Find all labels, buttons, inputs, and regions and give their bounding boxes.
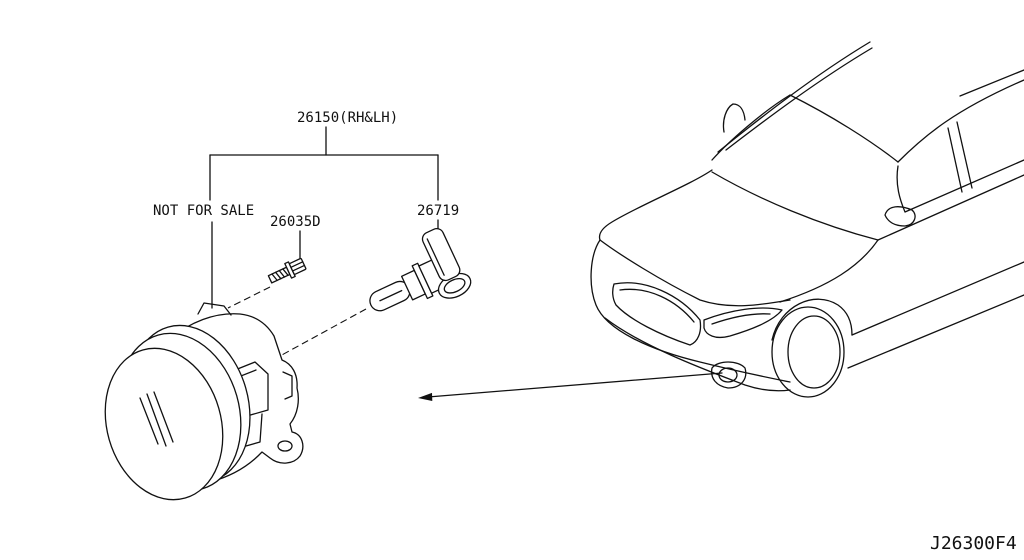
car-headlight bbox=[703, 307, 783, 339]
bulb-connector-edge bbox=[426, 238, 445, 276]
screw-part-number-label: 26035D bbox=[270, 214, 321, 230]
car-grille-inner bbox=[619, 288, 695, 323]
fog-lamp-lens bbox=[104, 347, 224, 501]
bulb-assembly-dashline bbox=[279, 308, 367, 357]
car-side-mirror bbox=[884, 206, 916, 227]
car-roofline bbox=[897, 79, 1024, 163]
car-side-window bbox=[896, 159, 1024, 213]
car-belt-line bbox=[877, 174, 1024, 241]
screw-icon bbox=[267, 257, 307, 284]
car-illustration bbox=[590, 41, 1024, 398]
screw-thread bbox=[274, 271, 282, 280]
lens-reflection-line bbox=[146, 393, 167, 447]
car-roof-rail bbox=[717, 41, 871, 153]
car-lower-valance bbox=[604, 317, 791, 392]
location-arrow-head bbox=[418, 392, 433, 401]
car-grille bbox=[612, 282, 702, 346]
car-roof-edge bbox=[959, 69, 1024, 97]
car-hood-front-edge bbox=[599, 239, 791, 307]
car-tire bbox=[771, 306, 845, 398]
bulb-connector-flange-inner bbox=[443, 277, 466, 294]
location-arrow bbox=[418, 372, 723, 401]
car-headlight-inner bbox=[711, 313, 771, 325]
car-wheel-arch bbox=[771, 298, 853, 341]
lens-reflection-line bbox=[153, 391, 174, 443]
car-hood-rear-edge bbox=[711, 171, 879, 241]
car-b-pillar bbox=[947, 127, 963, 193]
illustration-code-label: J26300F4 bbox=[930, 533, 1017, 554]
fog-lamp-icon bbox=[104, 302, 304, 501]
car-side-sill bbox=[847, 294, 1024, 369]
car-far-mirror bbox=[722, 103, 746, 133]
screw-thread bbox=[278, 269, 286, 278]
bulb-filament bbox=[379, 289, 403, 302]
fog-lamp-rear-connector bbox=[282, 371, 293, 400]
car-fog-lamp bbox=[718, 367, 738, 383]
car-roof-rail bbox=[725, 47, 873, 151]
car-front-bumper bbox=[590, 239, 791, 383]
car-fog-lamp-recess bbox=[710, 361, 747, 389]
fog-lamp-top-tab bbox=[197, 302, 232, 316]
assembly-part-number-label: 26150(RH&LH) bbox=[297, 110, 398, 126]
car-side-body-line bbox=[851, 261, 1024, 336]
screw-shaft bbox=[267, 266, 291, 284]
bulb-part-number-label: 26719 bbox=[417, 203, 459, 219]
screw-thread bbox=[271, 273, 278, 282]
bulb-connector-plug bbox=[421, 227, 461, 282]
screw-hex-edge bbox=[290, 261, 304, 268]
not-for-sale-label: NOT FOR SALE bbox=[153, 203, 254, 219]
car-windshield-left bbox=[711, 94, 791, 161]
lens-reflection-line bbox=[139, 397, 159, 445]
car-hood-left-edge bbox=[598, 169, 713, 241]
car-a-pillar bbox=[789, 94, 899, 163]
screw-hex-edge bbox=[292, 264, 306, 272]
car-wheel-rim bbox=[787, 315, 841, 389]
location-arrow-line bbox=[427, 372, 723, 398]
bulb-icon bbox=[369, 227, 472, 312]
fog-lamp-mount-hole bbox=[277, 440, 293, 452]
car-b-pillar bbox=[956, 121, 973, 189]
screw-assembly-dashline bbox=[227, 286, 271, 309]
car-fender-top bbox=[779, 239, 879, 303]
screw-thread bbox=[282, 268, 289, 276]
